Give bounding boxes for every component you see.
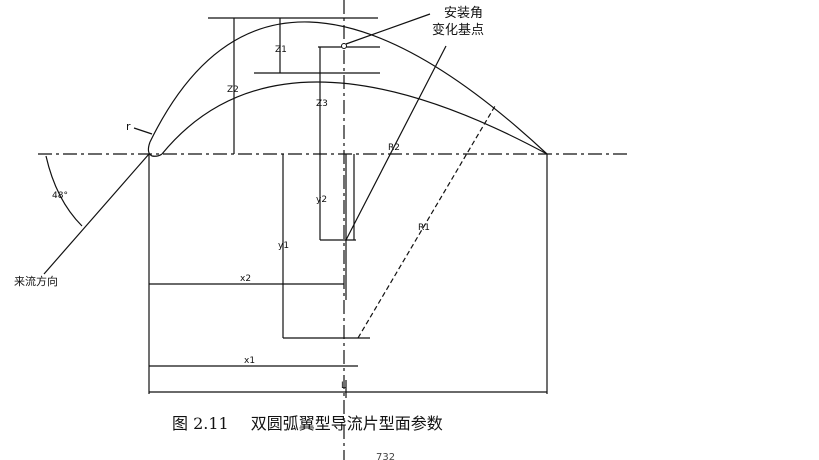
x2-label: x2 (240, 274, 251, 284)
r-label: r (126, 120, 131, 133)
base-point-leader (345, 13, 431, 45)
r1-label: R1 (418, 223, 430, 233)
y2-label: y2 (316, 195, 327, 205)
inflow-direction-line (43, 153, 150, 275)
install-angle-label-1: 安装角 (444, 6, 483, 21)
x1-label: x1 (244, 356, 255, 366)
y1-label: y1 (278, 241, 289, 251)
caption-text: 双圆弧翼型导流片型面参数 (250, 414, 443, 433)
leading-edge-round (147, 141, 163, 157)
caption-number: 图 2.11 (172, 414, 229, 433)
inner-arc (161, 81, 548, 155)
angle-arc (45, 155, 83, 227)
inflow-label: 来流方向 (14, 274, 58, 288)
base-point-marker (341, 43, 347, 49)
r2-radius-line (345, 45, 447, 241)
angle-label: 48° (52, 191, 68, 201)
r1-radius-line (357, 105, 496, 339)
install-angle-label-2: 变化基点 (432, 22, 484, 38)
l-label: L (341, 381, 346, 391)
r-leader (133, 127, 153, 135)
z2-label: Z2 (227, 85, 239, 95)
outer-arc (149, 21, 548, 155)
z1-label: Z1 (275, 45, 287, 55)
r2-label: R2 (388, 143, 400, 153)
z3-label: Z3 (316, 99, 328, 109)
figure-caption: 图 2.11 双圆弧翼型导流片型面参数 (172, 410, 443, 434)
page-footer: 732 (376, 452, 396, 460)
